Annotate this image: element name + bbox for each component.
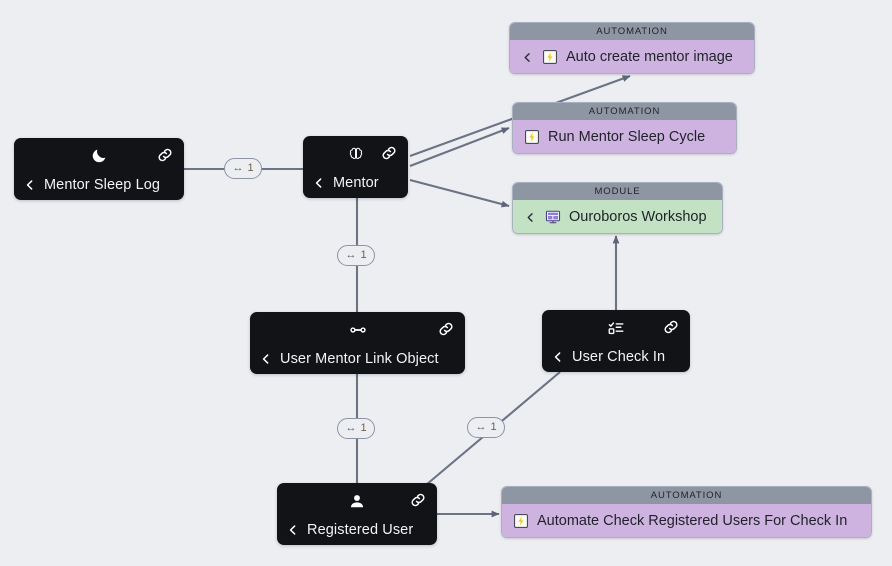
object-node-label: Registered User xyxy=(307,522,414,538)
object-node-footer: Mentor Sleep Log xyxy=(14,172,184,200)
card-node-ouroboros-workshop[interactable]: MODULE Ouroboros Workshop xyxy=(512,182,723,234)
edge-count-badge[interactable]: ↔1 xyxy=(467,417,505,438)
object-node-header xyxy=(14,138,184,172)
object-node-label: Mentor Sleep Log xyxy=(44,177,161,193)
edge-count-badge[interactable]: ↔1 xyxy=(337,418,375,439)
chevron-left-icon[interactable] xyxy=(312,176,326,190)
object-node-mentor[interactable]: Mentor xyxy=(303,136,408,198)
automation-bolt-icon xyxy=(513,513,529,529)
chevron-left-icon[interactable] xyxy=(521,51,534,64)
chevron-left-icon[interactable] xyxy=(23,178,37,192)
edge-count-badge[interactable]: ↔1 xyxy=(224,158,262,179)
chevron-left-icon[interactable] xyxy=(286,523,300,537)
card-node-label: Ouroboros Workshop xyxy=(569,209,707,225)
object-node-mentor-sleep-log[interactable]: Mentor Sleep Log xyxy=(14,138,184,200)
bidirectional-arrow-icon: ↔ xyxy=(232,162,244,174)
card-node-body: Automate Check Registered Users For Chec… xyxy=(502,504,871,537)
card-node-body: Run Mentor Sleep Cycle xyxy=(513,120,736,153)
object-node-header xyxy=(542,310,690,344)
object-node-registered-user[interactable]: Registered User xyxy=(277,483,437,545)
chevron-left-icon[interactable] xyxy=(259,352,273,366)
edge-mentor-ouroboros[interactable] xyxy=(409,178,510,208)
card-node-run-mentor-sleep-cycle[interactable]: AUTOMATION Run Mentor Sleep Cycle xyxy=(512,102,737,154)
checklist-icon xyxy=(607,319,625,337)
module-screen-icon xyxy=(545,209,561,225)
card-node-automate-check-registered-users[interactable]: AUTOMATION Automate Check Registered User… xyxy=(501,486,872,538)
object-node-footer: Registered User xyxy=(277,517,437,545)
link-icon[interactable] xyxy=(156,146,174,164)
bidirectional-arrow-icon: ↔ xyxy=(345,249,357,261)
relation-icon xyxy=(349,321,367,339)
chevron-left-icon[interactable] xyxy=(551,350,565,364)
card-node-label: Auto create mentor image xyxy=(566,49,733,65)
bidirectional-arrow-icon: ↔ xyxy=(345,422,357,434)
object-node-header xyxy=(303,136,408,170)
link-icon[interactable] xyxy=(437,320,455,338)
object-node-user-check-in[interactable]: User Check In xyxy=(542,310,690,372)
edge-count-value: 1 xyxy=(247,162,254,174)
link-icon[interactable] xyxy=(380,144,398,162)
object-node-footer: Mentor xyxy=(303,170,408,198)
object-node-label: Mentor xyxy=(333,175,379,191)
card-node-auto-create-mentor-image[interactable]: AUTOMATION Auto create mentor image xyxy=(509,22,755,74)
card-node-type-label: MODULE xyxy=(513,183,722,200)
link-icon[interactable] xyxy=(409,491,427,509)
card-node-type-label: AUTOMATION xyxy=(510,23,754,40)
edge-mentor-run-sleep-cycle[interactable] xyxy=(409,127,510,167)
object-node-label: User Check In xyxy=(572,349,666,365)
card-node-type-label: AUTOMATION xyxy=(513,103,736,120)
edge-count-value: 1 xyxy=(360,422,367,434)
edge-count-badge[interactable]: ↔1 xyxy=(337,245,375,266)
object-node-footer: User Check In xyxy=(542,344,690,372)
link-icon[interactable] xyxy=(662,318,680,336)
user-icon xyxy=(348,492,366,510)
edge-count-value: 1 xyxy=(490,421,497,433)
moon-icon xyxy=(90,147,108,165)
chevron-left-icon[interactable] xyxy=(524,211,537,224)
brain-icon xyxy=(347,145,365,163)
card-node-body: Ouroboros Workshop xyxy=(513,200,722,233)
object-node-label: User Mentor Link Object xyxy=(280,351,439,367)
object-node-user-mentor-link-object[interactable]: User Mentor Link Object xyxy=(250,312,465,374)
card-node-label: Run Mentor Sleep Cycle xyxy=(548,129,706,145)
bidirectional-arrow-icon: ↔ xyxy=(475,421,487,433)
automation-bolt-icon xyxy=(524,129,540,145)
automation-bolt-icon xyxy=(542,49,558,65)
edge-count-value: 1 xyxy=(360,249,367,261)
object-node-footer: User Mentor Link Object xyxy=(250,346,465,374)
card-node-label: Automate Check Registered Users For Chec… xyxy=(537,513,848,529)
card-node-type-label: AUTOMATION xyxy=(502,487,871,504)
object-node-header xyxy=(277,483,437,517)
card-node-body: Auto create mentor image xyxy=(510,40,754,73)
object-node-header xyxy=(250,312,465,346)
